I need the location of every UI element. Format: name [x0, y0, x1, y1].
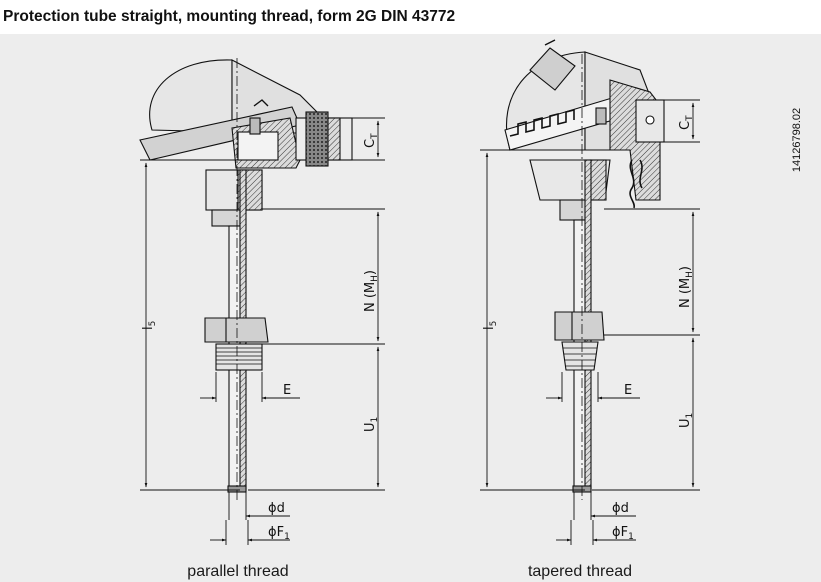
left-dim-ct: CT: [363, 133, 380, 148]
page-title: Protection tube straight, mounting threa…: [3, 8, 456, 25]
right-dim-u1: U1: [678, 413, 695, 428]
left-head-cover: [149, 59, 233, 133]
left-dim-l5: l5: [141, 321, 158, 330]
right-dim-d: ϕd: [612, 501, 629, 516]
right-dim-n: N (MH): [678, 266, 695, 308]
caption-parallel-thread: parallel thread: [187, 563, 288, 580]
left-dim-f1: ϕF1: [268, 525, 290, 542]
right-dim-f1: ϕF1: [612, 525, 634, 542]
right-dim-e: E: [624, 383, 632, 398]
title-bar: Protection tube straight, mounting threa…: [0, 0, 821, 34]
right-dimensions: [480, 99, 700, 545]
left-dim-n: N (MH): [363, 270, 380, 312]
caption-tapered-thread: tapered thread: [528, 563, 632, 580]
left-dim-e: E: [283, 383, 291, 398]
left-dim-u1: U1: [363, 417, 380, 432]
left-dim-d: ϕd: [268, 501, 285, 516]
left-dimensions: [140, 117, 385, 545]
document-number: 14126798.02: [791, 108, 803, 172]
right-dim-ct: CT: [678, 115, 695, 130]
left-thermometer: [139, 58, 353, 500]
right-dim-l5: l5: [482, 321, 499, 330]
right-thermometer: [504, 39, 665, 500]
